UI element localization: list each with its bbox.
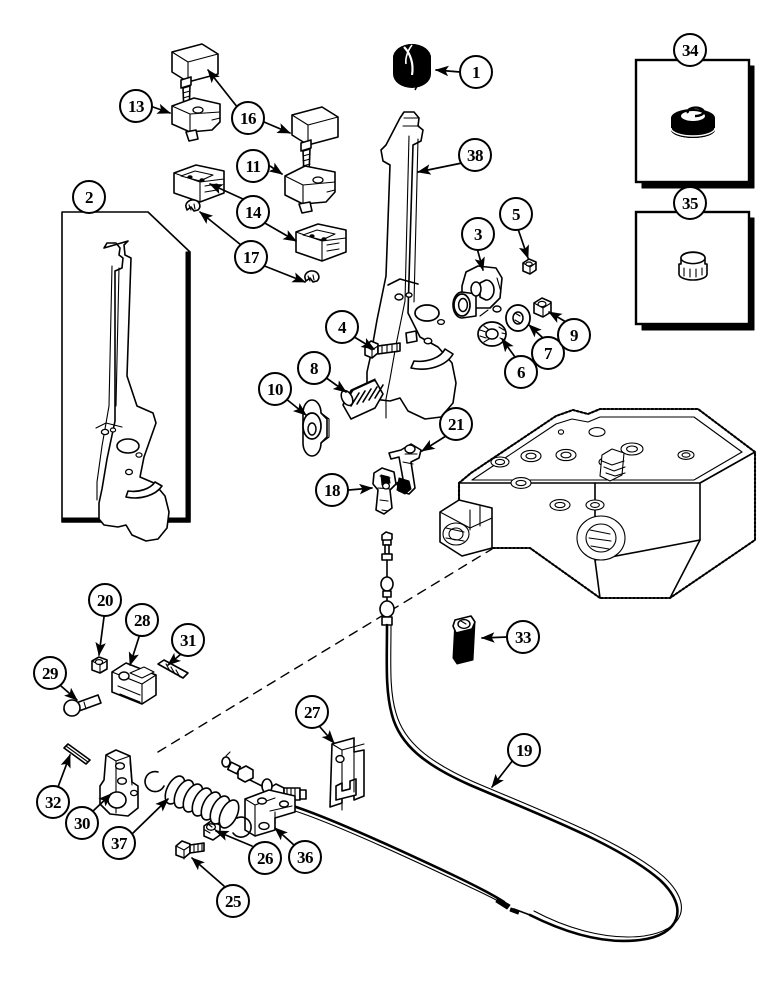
part-9-hex-nut (533, 297, 552, 318)
part-13-latch-plate (171, 97, 221, 142)
callout-21[interactable]: 21 (439, 407, 473, 441)
part-37-tension-spring (144, 770, 252, 838)
callout-2[interactable]: 2 (72, 180, 106, 214)
part-7-flat-washer (505, 304, 531, 332)
callout-4[interactable]: 4 (325, 310, 359, 344)
part-3-pivot-bracket (452, 265, 503, 319)
callout-7[interactable]: 7 (531, 336, 565, 370)
reference-line (157, 548, 493, 753)
callout-25[interactable]: 25 (216, 884, 250, 918)
inset-box-34 (634, 58, 755, 189)
callout-38[interactable]: 38 (458, 138, 492, 172)
callout-8[interactable]: 8 (297, 351, 331, 385)
callout-28[interactable]: 28 (125, 603, 159, 637)
part-11-latch-plate (284, 165, 336, 214)
callout-1[interactable]: 1 (459, 55, 493, 89)
part-31-roll-pin (157, 659, 189, 679)
callout-13[interactable]: 13 (119, 89, 153, 123)
cap-plug-icon (678, 251, 708, 281)
callout-26[interactable]: 26 (248, 841, 282, 875)
callout-16[interactable]: 16 (231, 101, 265, 135)
part-18-swivel (372, 467, 397, 515)
part-36-mounting-bracket (244, 789, 296, 837)
part-8-compression-spring (340, 378, 384, 420)
callout-3[interactable]: 3 (461, 217, 495, 251)
part-27-support-bracket (329, 737, 365, 811)
callout-29[interactable]: 29 (33, 656, 67, 690)
callout-11[interactable]: 11 (236, 149, 270, 183)
callout-36[interactable]: 36 (288, 840, 322, 874)
callout-20[interactable]: 20 (88, 583, 122, 617)
part-25-cap-screw (175, 840, 205, 860)
part-14-gate-block-lower (295, 223, 347, 262)
part-16-knob-screw-lower (291, 106, 339, 175)
part-28-cable-clamp (111, 662, 157, 705)
part-17-clip-lower (304, 270, 320, 283)
shift-lever-detail (95, 240, 170, 542)
callout-5[interactable]: 5 (499, 197, 533, 231)
callout-17[interactable]: 17 (234, 240, 268, 274)
part-21-bell-crank (388, 443, 422, 495)
callout-37[interactable]: 37 (102, 826, 136, 860)
callout-9[interactable]: 9 (557, 318, 591, 352)
part-6-lock-washer (477, 321, 507, 347)
callout-32[interactable]: 32 (36, 785, 70, 819)
callout-30[interactable]: 30 (65, 806, 99, 840)
part-17-clip-upper (185, 199, 201, 212)
part-5-hex-nut (522, 258, 537, 275)
callout-34[interactable]: 34 (673, 33, 707, 67)
callout-18[interactable]: 18 (315, 473, 349, 507)
part-1-knob (393, 44, 431, 91)
grommet-bushing-icon (670, 106, 716, 138)
inset-box-2 (61, 211, 191, 542)
callout-14[interactable]: 14 (236, 195, 270, 229)
callout-27[interactable]: 27 (295, 695, 329, 729)
callout-19[interactable]: 19 (507, 733, 541, 767)
callout-35[interactable]: 35 (673, 186, 707, 220)
part-33-grommet (452, 615, 476, 665)
callout-33[interactable]: 33 (506, 620, 540, 654)
valve-housing (439, 407, 757, 600)
part-32-spring-pin (63, 743, 91, 765)
part-10-spacer (302, 399, 330, 457)
leader-lines (57, 65, 567, 887)
inset-box-35 (634, 210, 755, 331)
callout-31[interactable]: 31 (171, 623, 205, 657)
part-20-lock-nut (91, 656, 108, 674)
callout-10[interactable]: 10 (258, 372, 292, 406)
